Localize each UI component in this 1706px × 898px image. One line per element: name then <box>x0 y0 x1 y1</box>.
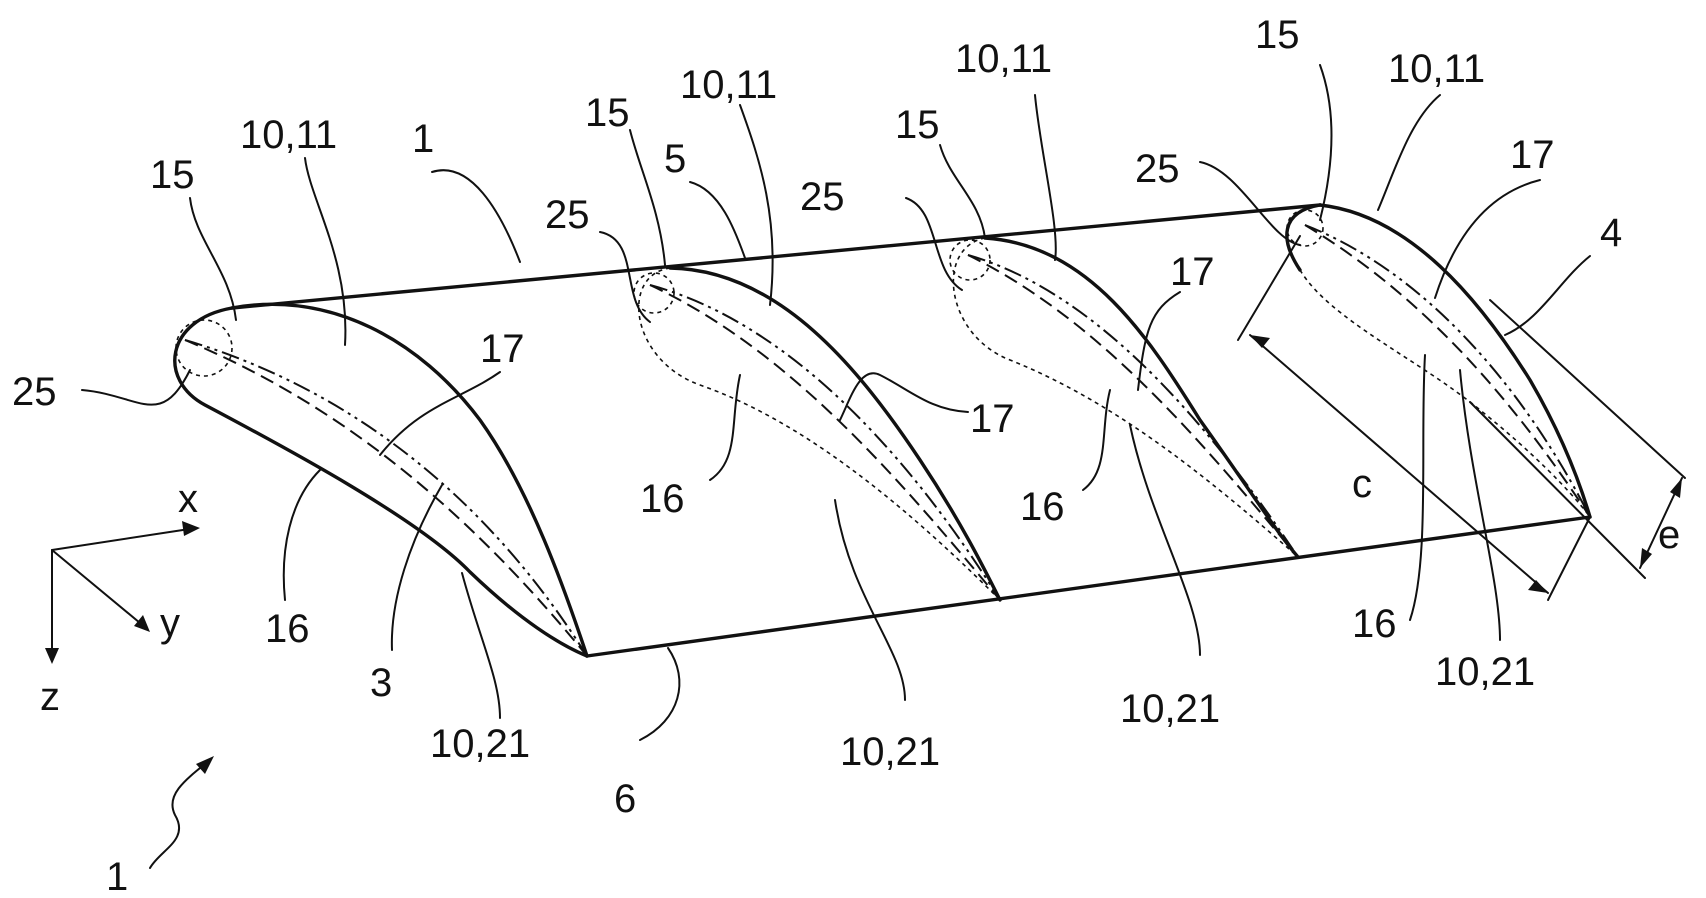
label-ref-c: c <box>1352 462 1372 506</box>
label-p3-25: 25 <box>800 175 845 219</box>
profile-1-suction-side <box>232 304 587 656</box>
dim-e-arrow-end <box>1640 548 1652 568</box>
axis-y-arrow <box>134 615 150 632</box>
leader-p2-15 <box>630 130 665 265</box>
profile-1-pressure-side <box>175 308 587 656</box>
label-p1-17: 17 <box>480 327 525 371</box>
leader-p3-17 <box>1138 292 1180 390</box>
dim-e-arrow-start <box>1670 478 1682 498</box>
profile-2-chord-line <box>650 285 1000 600</box>
label-ref-1-bottom: 1 <box>106 855 128 898</box>
label-ref-1-top: 1 <box>412 117 434 161</box>
dim-c-arrow-start <box>1250 335 1270 348</box>
leader-ref-3 <box>392 485 442 650</box>
dim-c-ext-trail <box>1548 517 1590 600</box>
trailing-edge-line <box>587 517 1590 656</box>
leader-p2-10-11 <box>740 105 773 305</box>
profile-4-chord-line <box>1305 225 1590 517</box>
label-ref-5: 5 <box>664 137 686 181</box>
coordinate-system: x y z <box>40 477 200 719</box>
axis-y-line <box>52 550 146 628</box>
label-ref-4: 4 <box>1600 211 1622 255</box>
axis-x-line <box>52 528 196 550</box>
leader-p4-25 <box>1200 162 1300 245</box>
axis-z-arrow <box>45 648 59 664</box>
label-p3-10-21: 10,21 <box>1120 687 1220 731</box>
axis-x-arrow <box>182 521 200 536</box>
leader-p1-16 <box>284 470 320 600</box>
leader-p2-10-21 <box>835 500 905 700</box>
leader-p1-15 <box>190 198 236 320</box>
profile-2-camber-line <box>650 285 1000 600</box>
leader-p1-17 <box>380 372 500 455</box>
profile-4-pressure-side <box>1287 205 1320 270</box>
leader-ref-6 <box>640 648 679 740</box>
label-p2-15: 15 <box>585 91 630 135</box>
profile-3-chord-line <box>968 255 1298 557</box>
label-p4-16: 16 <box>1352 602 1397 646</box>
label-p2-10-21: 10,21 <box>840 730 940 774</box>
profile-2-suction-side <box>670 268 1000 600</box>
leader-ref-5 <box>690 182 745 258</box>
leader-ref-4 <box>1505 256 1590 335</box>
label-p2-17: 17 <box>970 397 1015 441</box>
dim-c-arrow-end <box>1528 580 1548 593</box>
leader-p1-25 <box>82 370 190 405</box>
label-ref-3: 3 <box>370 661 392 705</box>
label-p1-16: 16 <box>265 607 310 651</box>
label-p3-10-11: 10,11 <box>955 37 1052 81</box>
axis-z-label: z <box>40 675 60 719</box>
leader-p4-16 <box>1410 355 1425 620</box>
profile-4-camber-line <box>1305 225 1590 517</box>
leader-ref-1-arrow <box>196 756 214 774</box>
label-p2-10-11: 10,11 <box>680 63 777 107</box>
leader-p3-10-21 <box>1130 425 1200 655</box>
leader-p4-10-21 <box>1460 370 1500 640</box>
label-p2-25: 25 <box>545 193 590 237</box>
label-p3-15: 15 <box>895 103 940 147</box>
label-p4-10-11: 10,11 <box>1388 47 1485 91</box>
leader-ref-1-bottom <box>150 760 210 868</box>
label-p3-16: 16 <box>1020 485 1065 529</box>
label-p2-16: 16 <box>640 477 685 521</box>
profile-1-nose-circle <box>176 320 232 376</box>
reference-labels: 1 1 3 4 5 6 c e 15 10,11 25 17 16 10,21 … <box>12 13 1680 898</box>
label-p1-15: 15 <box>150 153 195 197</box>
label-p1-25: 25 <box>12 370 57 414</box>
label-p4-15: 15 <box>1255 13 1300 57</box>
leader-p4-15 <box>1320 65 1332 220</box>
axis-x-label: x <box>178 477 198 521</box>
leader-p1-10-11 <box>305 158 345 345</box>
profile-2-pressure-side <box>639 268 1000 600</box>
label-p1-10-21: 10,21 <box>430 722 530 766</box>
label-p1-10-11: 10,11 <box>240 113 337 157</box>
dimensions <box>1238 236 1685 600</box>
leader-p2-16 <box>710 375 740 480</box>
label-ref-6: 6 <box>614 777 636 821</box>
label-p4-25: 25 <box>1135 147 1180 191</box>
leader-p3-10-11 <box>1035 95 1056 260</box>
label-p4-17: 17 <box>1510 133 1555 177</box>
dim-c-ext-lead <box>1238 236 1300 340</box>
leader-ref-1-top <box>432 170 520 262</box>
axis-y-label: y <box>160 601 180 645</box>
label-ref-e: e <box>1658 513 1680 557</box>
leader-p3-16 <box>1083 390 1110 490</box>
profile-3-camber-line <box>968 255 1298 557</box>
label-p3-17: 17 <box>1170 250 1215 294</box>
label-p4-10-21: 10,21 <box>1435 650 1535 694</box>
profile-4-nose-circle <box>1287 210 1323 246</box>
leading-edge-line <box>232 205 1320 308</box>
leader-p4-10-11 <box>1378 95 1440 210</box>
blade-body <box>175 205 1590 656</box>
leader-p4-17 <box>1435 180 1540 298</box>
leader-p3-15 <box>940 145 985 238</box>
